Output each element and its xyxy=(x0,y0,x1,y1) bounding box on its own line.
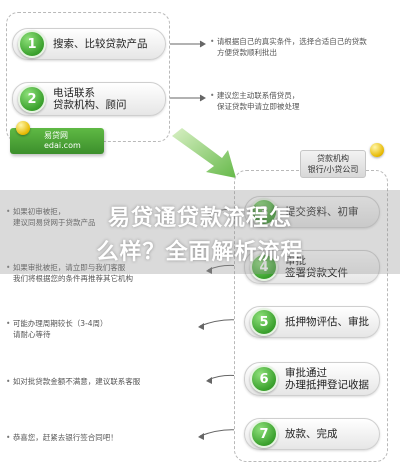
step-label-2-line1: 电话联系 xyxy=(53,87,95,99)
note-4-line2: 我们将根据您的条件再推荐其它机构 xyxy=(13,274,133,283)
title-overlay xyxy=(0,190,400,274)
edai-tag-line2: edai.com xyxy=(44,141,81,150)
step-6: 6 审批通过 办理抵押登记收据 xyxy=(244,362,380,396)
note-5: • 可能办理周期较长（3-4周） 请耐心等待 xyxy=(6,318,192,340)
note-1: • 请根据自己的真实条件，选择合适自己的贷款 方便贷款顺利批出 xyxy=(210,36,396,58)
step-2: 2 电话联系 贷款机构、顾问 xyxy=(12,82,166,116)
step-number-1: 1 xyxy=(18,30,46,58)
note-2-line2: 保证贷款申请立即被处理 xyxy=(217,102,300,111)
note-6-line1: 如对批贷款金额不满意，建议联系客服 xyxy=(12,377,141,386)
step-label-4-line1: 审批 xyxy=(285,255,306,267)
note-7-line1: 恭喜您，赶紧去银行签合同吧！ xyxy=(12,433,118,442)
step-label-6-line2: 办理抵押登记收据 xyxy=(285,379,369,391)
overlay-title-line1: 易贷通贷款流程怎 xyxy=(107,206,292,231)
step-label-1: 搜索、比较贷款产品 xyxy=(53,38,148,50)
edai-tag-line1: 易贷网 xyxy=(44,131,68,140)
note-3-line2: 建议同易贷网于贷款产品 xyxy=(13,218,96,227)
pin-icon-2 xyxy=(370,143,384,157)
note-7: • 恭喜您，赶紧去银行签合同吧！ xyxy=(6,433,118,442)
note-3: • 如果初审被拒， 建议同易贷网于贷款产品 xyxy=(6,206,196,228)
note-5-line1: 可能办理周期较长（3-4周） xyxy=(12,319,108,328)
lender-tag: 贷款机构 银行/小贷公司 xyxy=(300,150,366,178)
step-number-3: 3 xyxy=(250,198,278,226)
step-number-7: 7 xyxy=(250,420,278,448)
note-2-line1: 建议您主动联系借贷员， xyxy=(216,91,300,100)
note-5-line2: 请耐心等待 xyxy=(13,330,51,339)
step-7: 7 放款、完成 xyxy=(244,418,380,450)
step-number-6: 6 xyxy=(250,365,278,393)
big-flow-arrow xyxy=(172,128,236,178)
note-1-line1: 请根据自己的真实条件，选择合适自己的贷款 xyxy=(216,37,367,46)
note-4-line1: 如果审批被拒，请立即与我们客服 xyxy=(12,263,126,272)
lender-tag-line2: 银行/小贷公司 xyxy=(307,165,359,174)
step-number-2: 2 xyxy=(18,85,46,113)
step-label-4-line2: 签署贷款文件 xyxy=(285,267,348,279)
step-label-3: 提交资料、初审 xyxy=(285,206,359,218)
lender-tag-line1: 贷款机构 xyxy=(317,154,349,163)
note-4: • 如果审批被拒，请立即与我们客服 我们将根据您的条件再推荐其它机构 xyxy=(6,262,202,284)
step-4: 4 审批 签署贷款文件 xyxy=(244,250,380,284)
step-label-6-line1: 审批通过 xyxy=(285,367,327,379)
step-label-2-line2: 贷款机构、顾问 xyxy=(53,99,127,111)
step-5: 5 抵押物评估、审批 xyxy=(244,306,380,338)
note-6: • 如对批贷款金额不满意，建议联系客服 xyxy=(6,377,141,386)
note-1-line2: 方便贷款顺利批出 xyxy=(217,48,277,57)
step-number-5: 5 xyxy=(250,308,278,336)
step-1: 1 搜索、比较贷款产品 xyxy=(12,28,166,60)
step-label-7: 放款、完成 xyxy=(285,428,338,440)
note-2: • 建议您主动联系借贷员， 保证贷款申请立即被处理 xyxy=(210,90,396,112)
step-number-4: 4 xyxy=(250,253,278,281)
step-label-5: 抵押物评估、审批 xyxy=(285,316,369,328)
overlay-title-line2: 么样？全面解析流程 xyxy=(96,240,304,265)
note-3-line1: 如果初审被拒， xyxy=(12,207,66,216)
step-3: 3 提交资料、初审 xyxy=(244,196,380,228)
pin-icon xyxy=(16,121,30,135)
